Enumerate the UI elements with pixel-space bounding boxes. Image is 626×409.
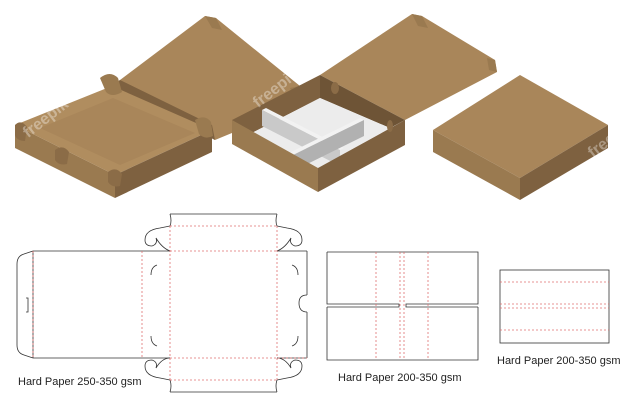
- divider-box-mockup: [232, 14, 497, 192]
- divider-spec-label: Hard Paper 200-350 gsm: [338, 372, 462, 384]
- closed-box-mockup: [433, 75, 608, 200]
- pizza-box-spec-label: Hard Paper 250-350 gsm: [18, 376, 142, 388]
- pizza-box-dieline: [16, 213, 308, 393]
- divider-dieline: [326, 251, 479, 361]
- strip-spec-label: Hard Paper 200-350 gsm: [497, 355, 621, 367]
- strip-dieline: [499, 269, 610, 344]
